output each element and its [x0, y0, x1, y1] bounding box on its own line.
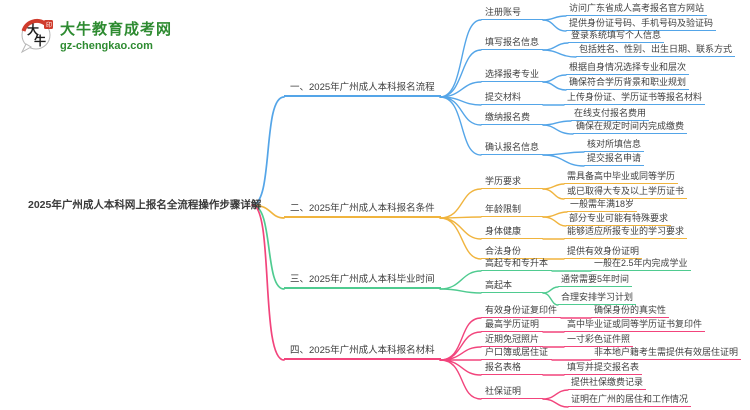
sub-node: 提交材料 [481, 90, 543, 105]
seal-char-2: 牛 [34, 33, 46, 48]
sub-node: 高起专和专升本 [481, 256, 553, 271]
leaf-node: 提供身份证号码、手机号码及验证码 [566, 16, 717, 31]
logo-seal-icon: 印 大 牛 [20, 18, 53, 54]
leaf-node: 根据自身情况选择专业和层次 [566, 60, 690, 75]
leaf-node: 能够适应所报专业的学习要求 [564, 224, 688, 239]
leaf-node: 一般需年满18岁 [567, 197, 638, 212]
sub-node: 近期免冠照片 [481, 332, 544, 347]
seal-mark: 印 [46, 22, 52, 29]
seal-char-1: 大 [27, 22, 39, 37]
leaf-node: 上传身份证、学历证书等报名材料 [564, 90, 706, 105]
root-node-title: 2025年广州成人本科网上报名全流程操作步骤详解 [28, 199, 262, 211]
branch-registration-materials: 四、2025年广州成人本科报名材料 [284, 343, 441, 360]
sub-node: 有效身份证复印件 [481, 303, 562, 318]
sub-node: 年龄限制 [481, 202, 543, 217]
leaf-node: 一寸彩色证件照 [564, 332, 634, 347]
sub-node: 报名表格 [481, 360, 543, 375]
leaf-node: 访问广东省成人高考报名官方网站 [566, 1, 708, 16]
branch-registration-conditions: 二、2025年广州成人本科报名条件 [284, 201, 441, 218]
site-url: gz-chengkao.com [60, 40, 153, 52]
sub-node: 社保证明 [481, 384, 543, 399]
leaf-node: 确保在规定时间内完成缴费 [573, 119, 688, 134]
leaf-node: 非本地户籍考生需提供有效居住证明 [591, 345, 742, 360]
leaf-node: 填写并提交报名表 [564, 360, 643, 375]
leaf-node: 一般在2.5年内完成学业 [591, 256, 691, 271]
leaf-node: 通常需要5年时间 [558, 272, 633, 287]
sub-node: 选择报考专业 [481, 67, 544, 82]
leaf-node: 或已取得大专及以上学历证书 [564, 184, 688, 199]
site-logo: 印 大 牛 大牛教育成考网 gz-chengkao.com [18, 15, 172, 55]
sub-node: 学历要求 [481, 174, 543, 189]
leaf-node: 合理安排学习计划 [558, 290, 637, 305]
sub-node: 最高学历证明 [481, 317, 544, 332]
sub-node: 户口簿或居住证 [481, 345, 553, 360]
leaf-node: 部分专业可能有特殊要求 [566, 211, 672, 226]
leaf-node: 提供社保缴费记录 [568, 375, 647, 390]
site-name: 大牛教育成考网 [60, 21, 173, 38]
branch-registration-process: 一、2025年广州成人本科报名流程 [284, 80, 441, 97]
branch-graduation-time: 三、2025年广州成人本科毕业时间 [284, 272, 441, 289]
leaf-node: 确保身份的真实性 [591, 303, 670, 318]
leaf-node: 在线支付报名费用 [571, 106, 650, 121]
sub-node: 缴纳报名费 [481, 110, 543, 125]
leaf-node: 提供有效身份证明 [564, 244, 643, 259]
sub-node: 身体健康 [481, 224, 543, 239]
sub-node: 注册账号 [481, 5, 543, 20]
leaf-node: 证明在广州的居住和工作情况 [568, 392, 692, 407]
leaf-node: 确保符合学历背景和职业规划 [566, 75, 690, 90]
leaf-node: 需具备高中毕业或同等学历 [564, 169, 679, 184]
sub-node: 高起本 [481, 278, 543, 293]
sub-node: 确认报名信息 [481, 140, 544, 155]
leaf-node: 包括姓名、性别、出生日期、联系方式 [576, 42, 736, 57]
leaf-node: 提交报名申请 [584, 151, 645, 166]
leaf-node: 高中毕业证或同等学历证书复印件 [564, 317, 706, 332]
sub-node: 合法身份 [481, 244, 543, 259]
leaf-node: 核对所填信息 [584, 137, 645, 152]
sub-node: 填写报名信息 [481, 35, 544, 50]
leaf-node: 登录系统填写个人信息 [568, 28, 665, 43]
